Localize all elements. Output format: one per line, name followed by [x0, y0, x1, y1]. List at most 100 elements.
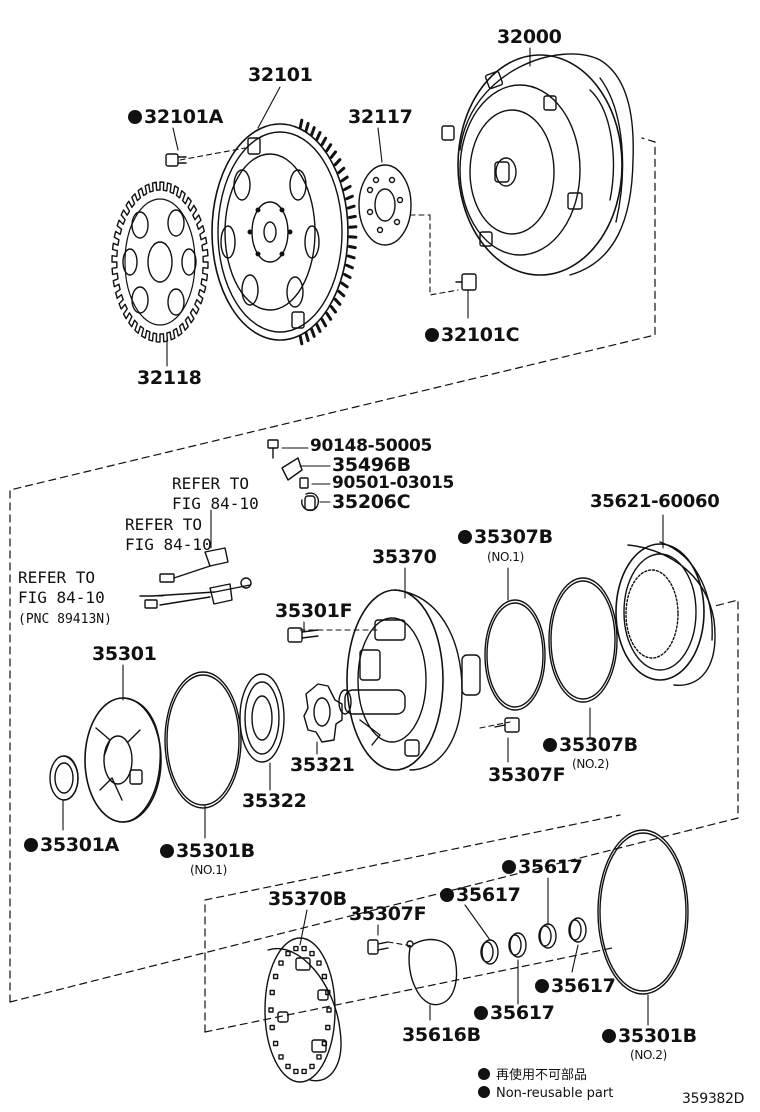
- o-ring-35301B-no2: [597, 829, 689, 995]
- plate-hole: [326, 1007, 332, 1013]
- label-35617-c: 35617: [535, 977, 616, 996]
- label-35307F-upper: 35307F: [488, 764, 566, 786]
- label-90501-03015: 90501-03015: [332, 473, 455, 493]
- non-reusable-dot-icon: [440, 888, 454, 902]
- ring-gear-tooth: [298, 334, 304, 346]
- bolt-35307F-lower: [367, 939, 389, 955]
- plate-hole: [285, 950, 291, 957]
- legend-japanese: 再使用不可部品: [478, 1064, 587, 1083]
- plate-hole: [285, 1063, 291, 1070]
- ring-gear-tooth: [315, 323, 322, 333]
- ring-gear-tooth: [346, 254, 356, 260]
- ring-gear-tooth: [320, 317, 328, 328]
- connection-dashes: [179, 147, 511, 947]
- ring-gear-tooth: [346, 204, 356, 210]
- bolt-32101C: [455, 273, 477, 291]
- non-reusable-dot-icon: [502, 860, 516, 874]
- label-32118: 32118: [137, 367, 202, 389]
- non-reusable-dot-icon: [602, 1029, 616, 1043]
- label-35617-b: 35617: [502, 858, 583, 877]
- flywheel-32101-teeth: [298, 118, 358, 346]
- ring-gear-tooth: [310, 126, 316, 137]
- non-reusable-dot-icon: [474, 1006, 488, 1020]
- speed-sensor-harness: [139, 547, 252, 609]
- label-32101A: 32101A: [128, 108, 223, 127]
- seal-ring-35617-b: [508, 932, 527, 958]
- stator-plate-35370B: [264, 937, 342, 1083]
- plate-hole: [293, 945, 299, 952]
- plate-hole: [325, 989, 331, 996]
- ring-gear-tooth: [345, 194, 354, 201]
- label-90148-50005: 90148-50005: [310, 436, 433, 456]
- o-ring-35301B-no2-inner: [599, 832, 687, 992]
- o-ring-35307B-no1: [484, 599, 546, 711]
- plate-hole: [316, 960, 322, 966]
- pump-cover-35301: [84, 697, 162, 823]
- label-35301A: 35301A: [24, 836, 119, 855]
- plate-hole: [309, 950, 315, 957]
- ring-gear-tooth: [304, 122, 310, 133]
- label-32101C: 32101C: [425, 326, 520, 345]
- label-35621-60060: 35621-60060: [590, 491, 720, 512]
- plate-hole: [278, 960, 284, 966]
- label-35370: 35370: [372, 546, 437, 568]
- plate-hole: [301, 1068, 307, 1075]
- o-ring-35301B-no1: [164, 671, 242, 809]
- gear-teeth-outline: [111, 181, 209, 343]
- plate-hole: [316, 1054, 322, 1060]
- label-35617-d: 35617: [474, 1004, 555, 1023]
- label-35322: 35322: [242, 790, 307, 812]
- non-reusable-dot-icon: [24, 838, 38, 852]
- label-35301: 35301: [92, 643, 157, 665]
- o-ring-35307B-no2: [548, 577, 618, 703]
- ring-gear-tooth: [329, 305, 337, 314]
- drum-35621: [615, 541, 716, 686]
- label-35496B: 35496B: [332, 454, 411, 476]
- ring-gear-tooth: [315, 131, 322, 141]
- drive-plate-32118: [111, 181, 209, 343]
- plate-hole: [269, 989, 275, 996]
- plate-hole: [309, 1063, 315, 1070]
- group-outline-upper: [9, 137, 739, 1003]
- legend-english: Non-reusable part: [478, 1086, 613, 1101]
- non-reusable-dot-icon: [160, 844, 174, 858]
- label-35307B-no2: 35307B: [543, 736, 638, 755]
- spacer-32117: [358, 164, 412, 246]
- ring-gear-tooth: [325, 143, 333, 153]
- label-35370B: 35370B: [268, 888, 347, 910]
- non-reusable-dot-icon: [478, 1086, 490, 1098]
- plate-hole: [301, 945, 307, 952]
- drive-gear-35321: [303, 683, 343, 743]
- snap-ring-35616B: [406, 938, 458, 1006]
- non-reusable-dot-icon: [425, 328, 439, 342]
- label-32101: 32101: [248, 64, 313, 86]
- ring-gear-tooth: [298, 118, 304, 130]
- ring-gear-tooth: [329, 150, 337, 159]
- bolt-35301F: [287, 627, 319, 643]
- ring-gear-tooth: [333, 158, 342, 167]
- ring-gear-tooth: [343, 185, 352, 192]
- ring-gear-tooth: [343, 272, 352, 279]
- non-reusable-dot-icon: [128, 110, 142, 124]
- label-35301F: 35301F: [275, 600, 353, 622]
- drive-plate-32118-holes: [122, 198, 197, 326]
- sensor-hardware-cluster: [267, 439, 320, 512]
- ring-gear-tooth: [345, 263, 354, 270]
- label-35301B-no2: 35301B: [602, 1027, 697, 1046]
- plate-hole: [293, 1068, 299, 1075]
- driven-gear-35322: [239, 673, 285, 763]
- ring-gear-tooth: [340, 175, 349, 183]
- seal-ring-35617-c: [538, 923, 557, 949]
- note-35301B-no2: (NO.2): [630, 1048, 667, 1062]
- group-outline-lower: [204, 814, 621, 1033]
- ring-gear-tooth: [347, 245, 357, 250]
- ring-gear-tooth: [340, 281, 349, 289]
- note-35301B-no1: (NO.1): [190, 863, 227, 877]
- label-35301B-no1: 35301B: [160, 842, 255, 861]
- seal-ring-35617-a: [480, 939, 499, 965]
- flywheel-32101: [211, 123, 349, 341]
- ring-gear-tooth: [337, 289, 346, 298]
